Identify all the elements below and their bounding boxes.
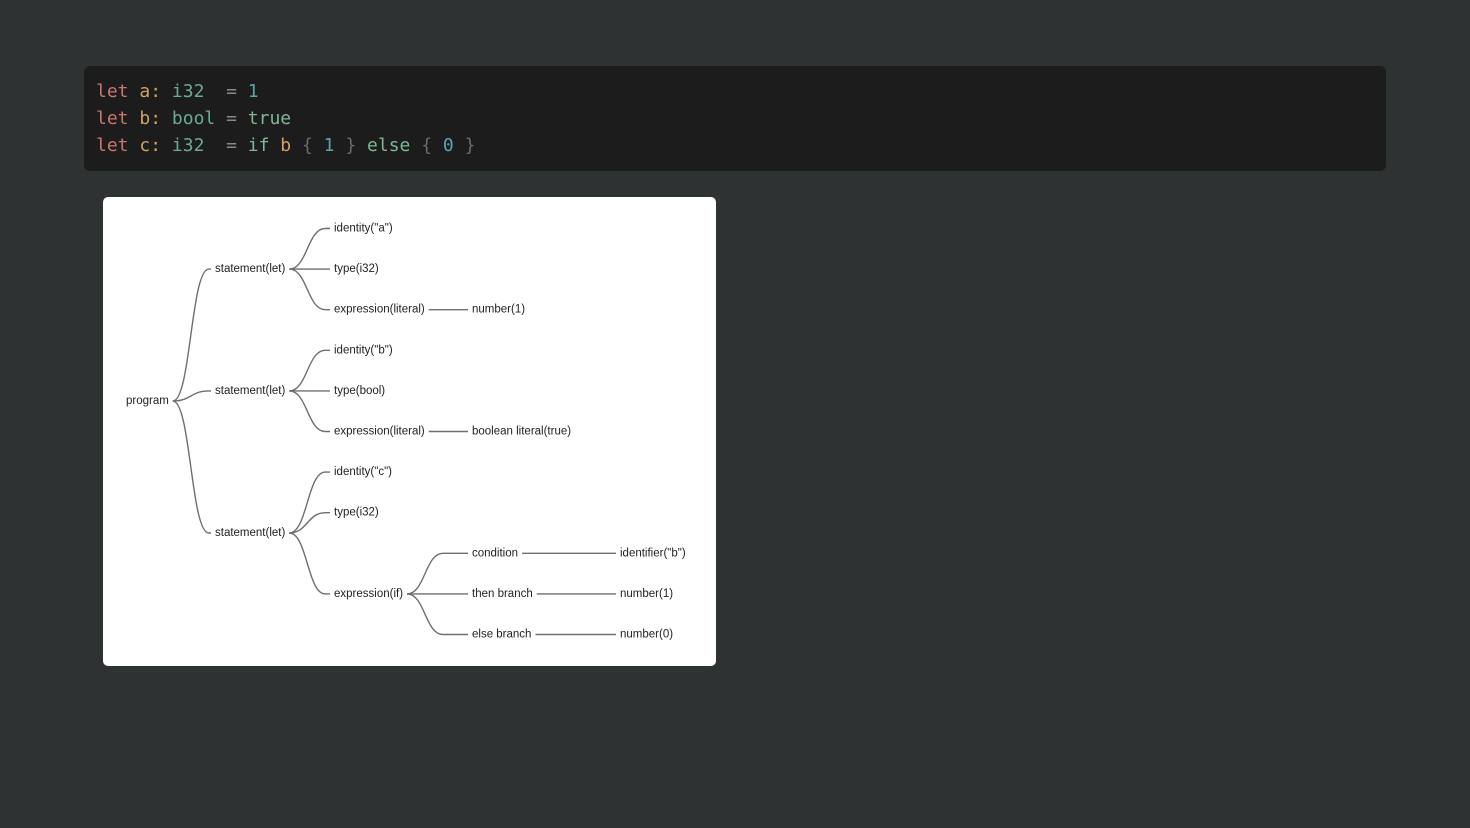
code-token [269,135,280,156]
tree-node-label: number(1) [472,304,525,316]
tree-node-label: identity("c") [334,466,392,478]
tree-node-label: type(bool) [334,385,385,397]
code-token: a: [139,81,162,102]
tree-node-label: statement(let) [215,263,285,275]
code-token: let [96,135,140,156]
code-token: c: [139,135,162,156]
code-token: 1 [323,135,335,156]
code-token: let [96,108,140,129]
code-token: i32 [171,135,205,156]
code-token: 1 [247,81,259,102]
tree-node-label: boolean literal(true) [472,426,571,438]
code-token: b: [139,108,162,129]
code-line: let a: i32 = 1 [96,78,1386,105]
tree-edge [172,390,211,402]
code-token: } [453,135,476,156]
tree-node-label: expression(literal) [334,304,425,316]
code-token: if [247,135,270,156]
code-token: = [204,81,248,102]
tree-node-label: number(1) [620,588,673,600]
code-line: let c: i32 = if b { 1 } else { 0 } [96,132,1386,159]
tree-edge [289,349,330,392]
tree-node-label: statement(let) [215,527,285,539]
tree-edge [289,227,330,270]
tree-node-label: statement(let) [215,385,285,397]
code-token: = [215,108,248,129]
code-token: { [410,135,443,156]
code-line: let b: bool = true [96,105,1386,132]
code-token: i32 [171,81,205,102]
code-token: bool [171,108,216,129]
code-token: b [280,135,292,156]
tree-edge [289,268,330,311]
tree-nodes: program statement(let) identity("a") type(i… [126,223,686,641]
tree-node-label: identifier("b") [620,547,686,559]
code-token: } [334,135,368,156]
code-token [161,135,172,156]
tree-edge [406,552,468,595]
ast-diagram-card: program statement(let) identity("a") type(i… [103,197,716,666]
tree-node-label: identity("b") [334,344,393,356]
tree-node-label: condition [472,547,518,559]
tree-node-label: then branch [472,588,533,600]
code-token [161,81,172,102]
code-token [161,108,172,129]
code-token: true [247,108,292,129]
tree-node-label: else branch [472,629,531,641]
code-token: else [367,135,411,156]
tree-node-label: number(0) [620,629,673,641]
code-token: 0 [442,135,454,156]
tree-edge [289,471,330,534]
tree-edge [406,593,468,636]
tree-node-label: expression(if) [334,588,403,600]
tree-node-label: expression(literal) [334,426,425,438]
code-token: = [204,135,248,156]
tree-edge [172,268,211,402]
tree-node-label: program [126,395,169,407]
tree-node-label: type(i32) [334,507,379,519]
tree-edge [289,390,330,433]
tree-node-label: type(i32) [334,263,379,275]
tree-edge [172,400,211,534]
tree-edge [289,512,330,534]
code-token: let [96,81,140,102]
tree-edges [172,227,616,636]
ast-tree-diagram: program statement(let) identity("a") type(i… [126,223,686,641]
tree-node-label: identity("a") [334,223,393,235]
code-token: { [291,135,324,156]
tree-edge [289,532,330,595]
